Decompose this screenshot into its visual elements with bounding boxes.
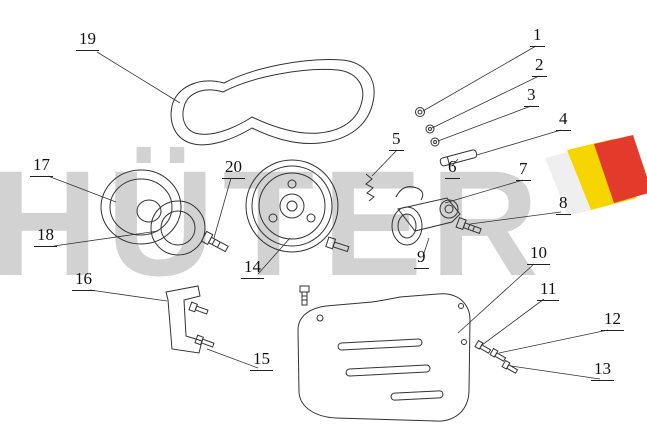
mounting-bracket xyxy=(165,285,203,354)
cover-screw-2 xyxy=(489,347,507,362)
callout-3: 3 xyxy=(524,85,539,107)
cover-screw-1 xyxy=(474,339,492,354)
cover-top-bolt xyxy=(299,285,310,306)
pulley-mount-bolt xyxy=(325,236,350,253)
bracket-bolt-1 xyxy=(188,301,209,315)
callout-7: 7 xyxy=(516,159,531,181)
callout-13: 13 xyxy=(591,359,614,381)
belt-guard-cover xyxy=(297,293,471,422)
callout-18: 18 xyxy=(34,225,57,247)
tensioner-bolt xyxy=(455,216,482,234)
callout-20: 20 xyxy=(222,157,245,179)
callout-5: 5 xyxy=(389,129,404,151)
washer xyxy=(425,124,435,134)
bracket-bolt-2 xyxy=(194,334,215,348)
callout-1: 1 xyxy=(530,25,545,47)
callout-12: 12 xyxy=(601,309,624,331)
tensioner-assembly xyxy=(391,197,461,246)
callout-10: 10 xyxy=(527,243,550,265)
drive-pulley xyxy=(245,159,339,253)
washer-stack xyxy=(415,107,440,147)
leader-lines xyxy=(47,45,609,380)
spring-hook xyxy=(395,186,424,201)
callout-16: 16 xyxy=(72,269,95,291)
callout-9: 9 xyxy=(414,247,429,269)
callout-4: 4 xyxy=(556,109,571,131)
lock-washer xyxy=(430,137,440,147)
callout-11: 11 xyxy=(537,279,560,301)
tension-spring xyxy=(365,173,375,202)
v-belt xyxy=(170,59,375,146)
idler-pulley xyxy=(100,169,206,256)
callout-15: 15 xyxy=(250,349,273,371)
nut xyxy=(415,107,425,117)
pivot-pin xyxy=(439,149,478,167)
callout-14: 14 xyxy=(241,257,264,279)
callout-17: 17 xyxy=(30,155,53,177)
callout-2: 2 xyxy=(532,55,547,77)
cover-screw-3 xyxy=(501,359,519,374)
callout-8: 8 xyxy=(556,193,571,215)
pulley-bolt xyxy=(200,230,229,253)
pulley-ring xyxy=(150,200,206,256)
callout-19: 19 xyxy=(76,29,99,51)
logo-stripe-red xyxy=(594,135,647,203)
callout-6: 6 xyxy=(445,157,460,179)
